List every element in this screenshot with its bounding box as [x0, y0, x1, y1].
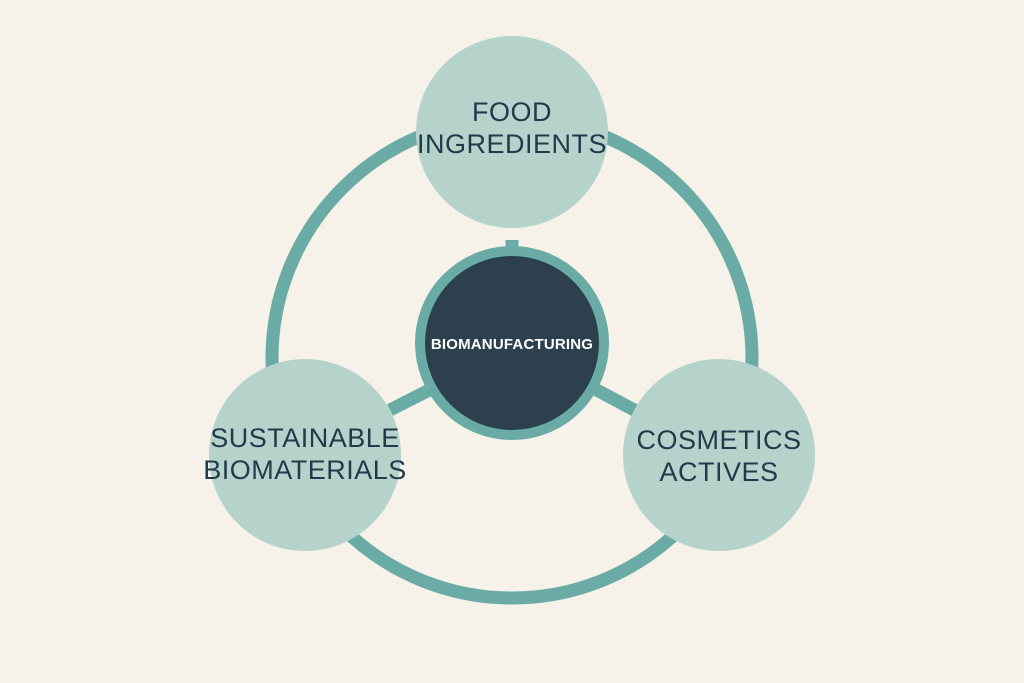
- hub-label: BIOMANUFACTURING: [431, 336, 593, 353]
- node-cosmetics-label-line-1: COSMETICS: [636, 425, 801, 455]
- node-food-label-line-2: INGREDIENTS: [417, 129, 607, 159]
- node-biomaterials-label-line-1: SUSTAINABLE: [210, 423, 400, 453]
- node-food-label-line-1: FOOD: [472, 97, 552, 127]
- node-food-circle: [416, 36, 608, 228]
- hub-circle: [415, 246, 609, 440]
- node-biomaterials-circle: [209, 359, 401, 551]
- node-biomaterials-label-line-2: BIOMATERIALS: [203, 455, 407, 485]
- node-cosmetics-label-line-2: ACTIVES: [659, 457, 778, 487]
- node-cosmetics-circle: [623, 359, 815, 551]
